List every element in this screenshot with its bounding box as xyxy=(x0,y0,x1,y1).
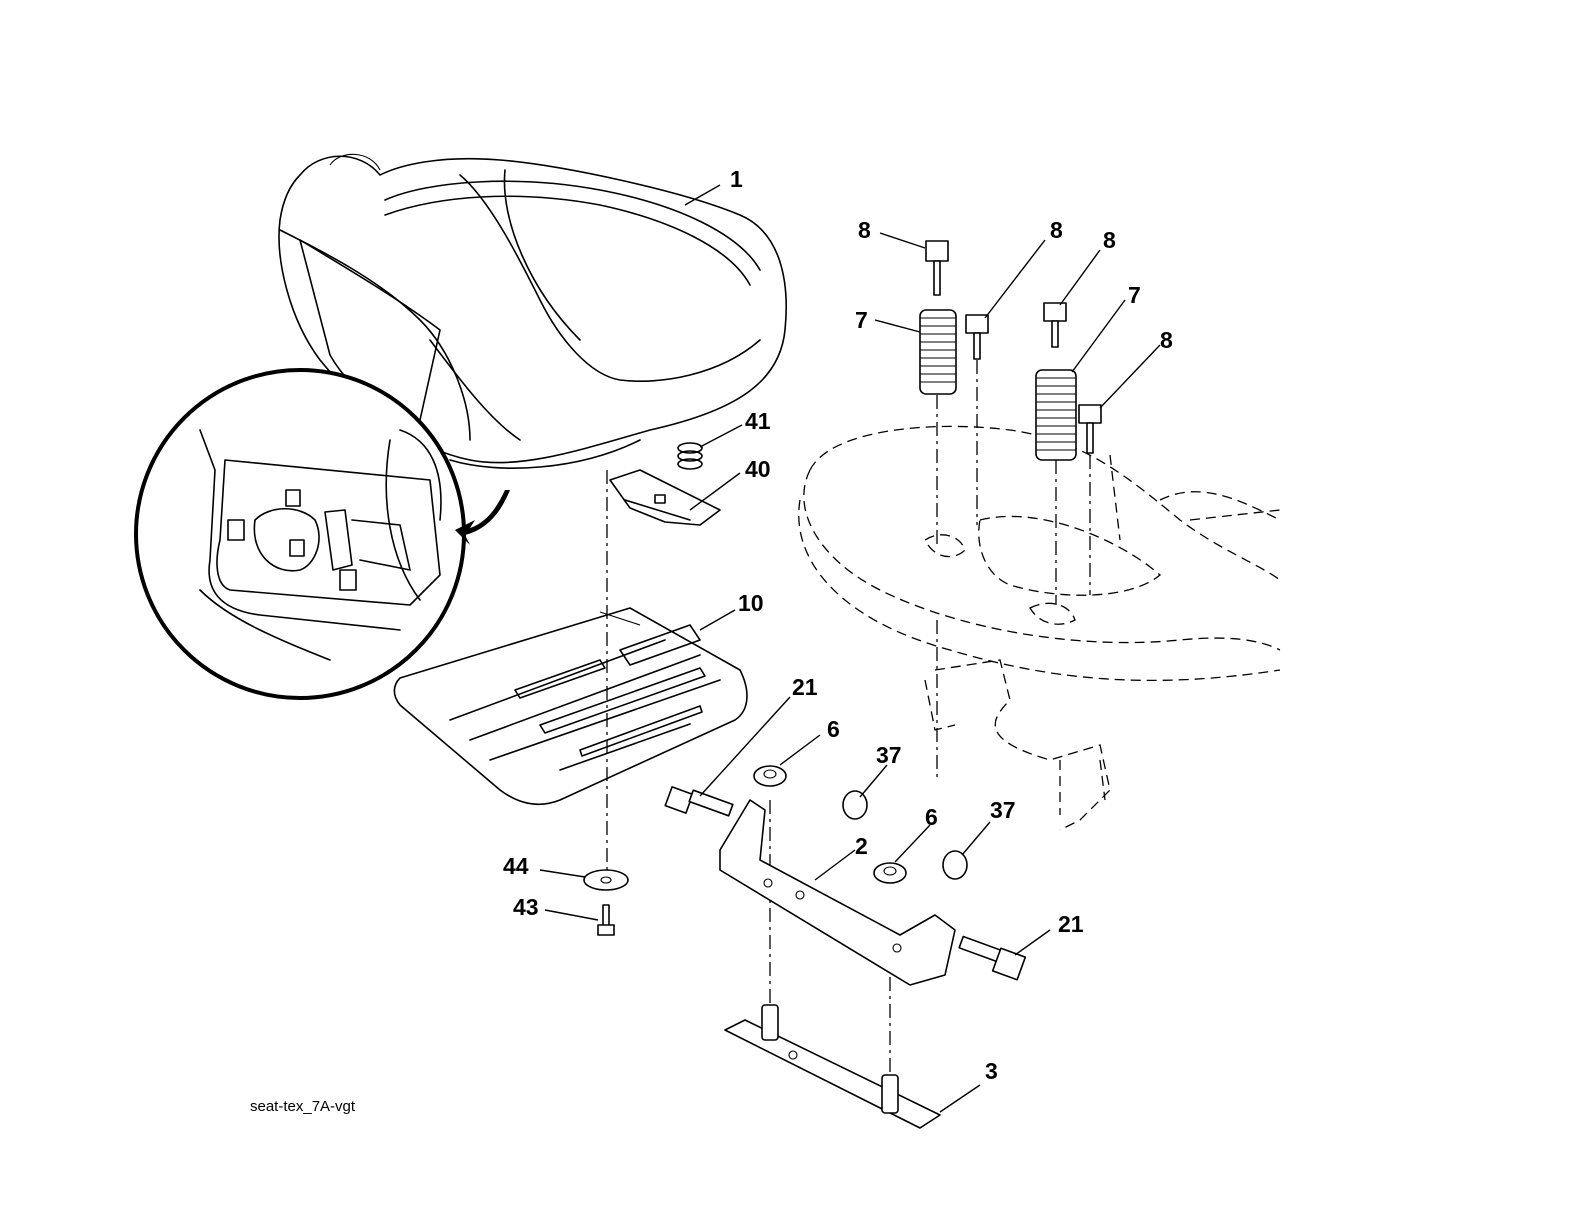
callout-8-a: 8 xyxy=(858,217,871,243)
callout-2: 2 xyxy=(855,833,868,859)
switch-bracket-part-40 xyxy=(609,469,721,526)
callout-41: 41 xyxy=(745,408,771,434)
callout-7-a: 7 xyxy=(855,307,868,333)
leader-lines xyxy=(539,184,1161,1113)
callout-37-a: 37 xyxy=(876,742,902,768)
seat-pan-part-10 xyxy=(393,607,748,806)
callout-43: 43 xyxy=(513,894,539,920)
nut-part-37-group xyxy=(842,790,968,880)
mounting-plate-part-3 xyxy=(724,1004,941,1129)
callout-10: 10 xyxy=(738,590,764,616)
callout-44: 44 xyxy=(503,853,529,879)
diagram-caption: seat-tex_7A-vgt xyxy=(250,1098,356,1115)
spring-part-7-right xyxy=(1035,369,1077,461)
callout-labels: 1 8 8 8 8 7 7 41 40 10 21 6 37 6 37 2 44… xyxy=(503,166,1173,1084)
callout-6-a: 6 xyxy=(827,716,840,742)
callout-21-a: 21 xyxy=(792,674,818,700)
bolt-part-8-group xyxy=(925,240,1102,454)
spring-part-7-left xyxy=(919,309,957,395)
callout-8-d: 8 xyxy=(1160,327,1173,353)
callout-8-b: 8 xyxy=(1050,217,1063,243)
callout-37-b: 37 xyxy=(990,797,1016,823)
callout-8-c: 8 xyxy=(1103,227,1116,253)
nut-part-6-group xyxy=(753,765,907,884)
callout-7-b: 7 xyxy=(1128,282,1141,308)
callout-6-b: 6 xyxy=(925,804,938,830)
bolt-part-21-group xyxy=(664,786,1027,981)
washer-part-44 xyxy=(583,869,629,891)
callout-1: 1 xyxy=(730,166,743,192)
tractor-frame-phantom xyxy=(798,425,1281,831)
detail-inset xyxy=(134,368,510,700)
spring-part-41 xyxy=(677,442,703,470)
hinge-bracket-part-2 xyxy=(719,799,956,986)
callout-21-b: 21 xyxy=(1058,911,1084,937)
callout-3: 3 xyxy=(985,1058,998,1084)
bolt-part-43 xyxy=(597,904,615,936)
callout-40: 40 xyxy=(745,456,771,482)
seat-part-1 xyxy=(278,153,787,469)
